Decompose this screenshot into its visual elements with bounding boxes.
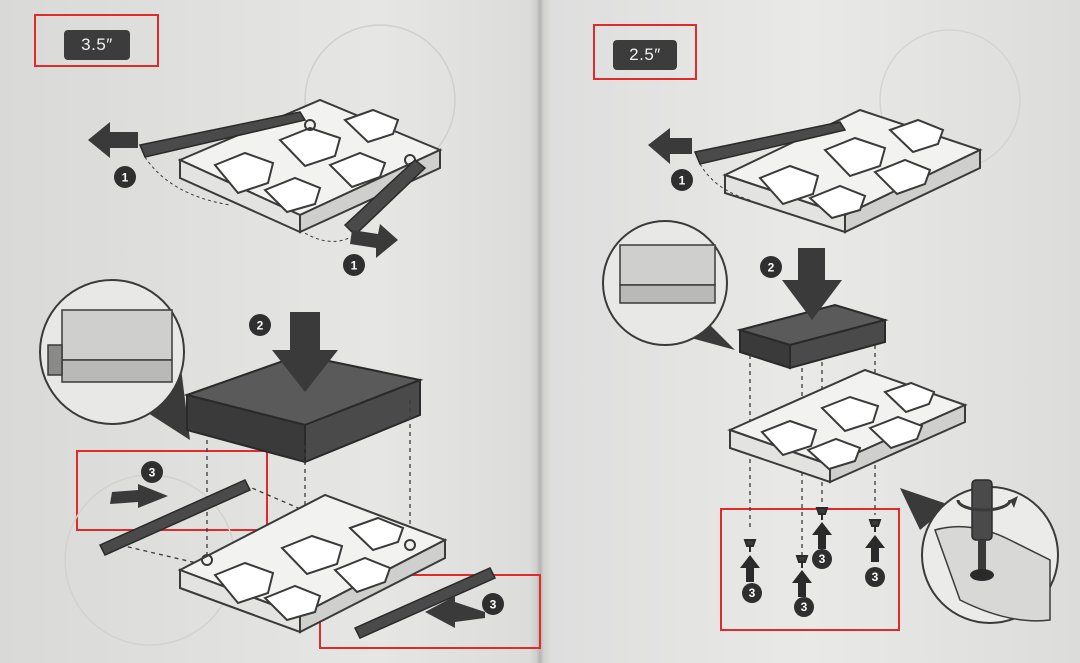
highlight-rail-left bbox=[76, 450, 268, 531]
page-2-5-inch: 2.5″ 1 2 bbox=[540, 0, 1080, 663]
page-3-5-inch: 3.5″ 1 1 bbox=[34, 14, 541, 649]
step-number: 2 bbox=[768, 261, 775, 275]
arrow-up-icon bbox=[792, 570, 812, 597]
screw-icon bbox=[815, 507, 829, 520]
arrow-down-icon bbox=[272, 312, 338, 392]
step-badge bbox=[671, 169, 693, 191]
side-rail bbox=[138, 111, 307, 158]
screw-icon bbox=[868, 519, 882, 532]
size-label: 3.5″ bbox=[81, 35, 113, 54]
step-number: 3 bbox=[149, 466, 156, 480]
arrow-right-icon bbox=[350, 224, 398, 258]
arrow-up-icon bbox=[740, 555, 760, 582]
step-badge bbox=[141, 461, 163, 483]
page-fold bbox=[537, 0, 543, 663]
size-badge-3-5: 3.5″ bbox=[64, 30, 130, 60]
step-number: 3 bbox=[819, 552, 826, 566]
step-number: 3 bbox=[801, 600, 808, 614]
step-number: 1 bbox=[351, 259, 358, 273]
diagram-2-5: 1 2 bbox=[602, 29, 1059, 624]
zoom-inset bbox=[39, 279, 190, 440]
drive-tray-bottom bbox=[727, 368, 968, 484]
step-badge bbox=[865, 567, 885, 587]
hard-drive-2-5 bbox=[736, 303, 889, 370]
arrow-up-icon bbox=[865, 535, 885, 562]
side-rail bbox=[693, 121, 847, 165]
side-rail bbox=[343, 159, 427, 237]
arrow-left-icon bbox=[648, 128, 692, 164]
arrow-up-icon bbox=[812, 522, 832, 549]
step-number: 1 bbox=[122, 171, 129, 185]
arrow-down-icon bbox=[782, 248, 842, 320]
drive-tray-bottom bbox=[177, 493, 448, 634]
step-badge bbox=[760, 256, 782, 278]
screw-icon bbox=[795, 555, 809, 568]
step-number: 2 bbox=[257, 319, 264, 333]
step-number: 3 bbox=[872, 570, 879, 584]
diagram-3-5: 1 1 2 bbox=[39, 24, 504, 646]
screwdriver-inset bbox=[900, 479, 1059, 624]
drive-tray-top bbox=[177, 98, 443, 234]
step-badge bbox=[794, 597, 814, 617]
step-badge bbox=[114, 166, 136, 188]
size-label: 2.5″ bbox=[629, 45, 661, 64]
alignment-guides bbox=[749, 345, 876, 555]
drive-tray-top bbox=[722, 108, 983, 234]
step-badge bbox=[482, 593, 504, 615]
rotate-icon bbox=[956, 499, 1012, 512]
highlight-size-3-5 bbox=[34, 14, 159, 67]
highlight-screws bbox=[720, 508, 900, 631]
step-number: 3 bbox=[490, 598, 497, 612]
size-badge-2-5: 2.5″ bbox=[613, 40, 677, 70]
screw-icon bbox=[743, 539, 757, 552]
step-badge bbox=[812, 549, 832, 569]
side-rail bbox=[98, 479, 252, 556]
highlight-size-2-5 bbox=[593, 24, 697, 80]
step-badge bbox=[249, 314, 271, 336]
arrow-left-icon bbox=[88, 122, 138, 158]
arrow-left-icon bbox=[425, 596, 485, 628]
side-rail bbox=[353, 567, 497, 639]
arrow-right-icon bbox=[110, 484, 168, 508]
step-badge bbox=[343, 254, 365, 276]
step-badge bbox=[742, 583, 762, 603]
step-number: 3 bbox=[749, 586, 756, 600]
step-number: 1 bbox=[679, 174, 686, 188]
zoom-inset bbox=[602, 220, 735, 350]
